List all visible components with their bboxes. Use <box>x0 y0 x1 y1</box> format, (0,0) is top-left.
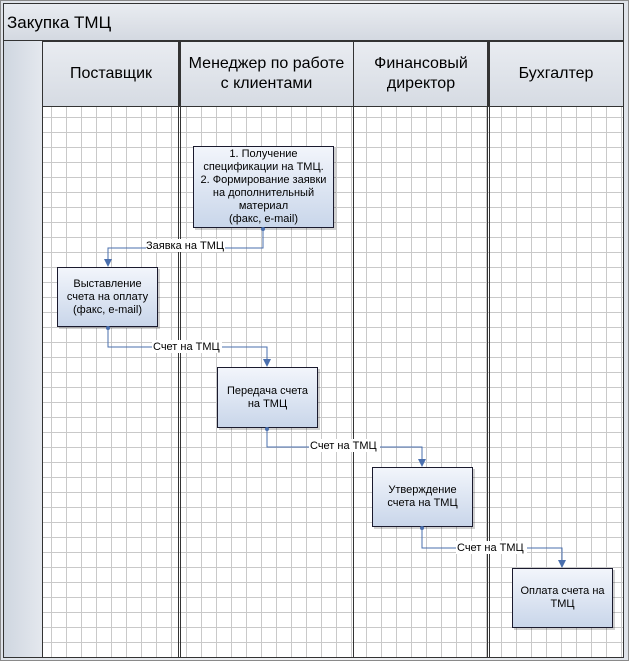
lane-header-supplier: Поставщик <box>43 41 180 107</box>
process-step-4[interactable]: Утверждение счета на ТМЦ <box>372 467 473 527</box>
pool-title: Закупка ТМЦ <box>7 13 112 32</box>
pool-title-bar: Закупка ТМЦ <box>3 3 624 41</box>
lane-header-accountant: Бухгалтер <box>489 41 624 107</box>
process-step-2[interactable]: Выставление счета на оплату (факс, e-mai… <box>57 267 158 327</box>
lane-divider-2 <box>353 41 354 658</box>
lane-header-manager: Менеджер по работе с клиентами <box>180 41 354 107</box>
connector-label-3: Счет на ТМЦ <box>310 440 377 452</box>
connector-label-2: Счет на ТМЦ <box>153 341 220 353</box>
connector-label-1: Заявка на ТМЦ <box>146 240 224 252</box>
process-step-1[interactable]: 1. Получение спецификации на ТМЦ. 2. Фор… <box>193 146 334 228</box>
lane-header-fin-director: Финансовый директор <box>354 41 489 107</box>
process-step-3[interactable]: Передача счета на ТМЦ <box>217 367 318 428</box>
process-step-5[interactable]: Оплата счета на ТМЦ <box>512 568 613 628</box>
connector-label-4: Счет на ТМЦ <box>457 542 524 554</box>
pool-side-strip <box>3 41 43 658</box>
lane-divider-3 <box>487 41 490 658</box>
